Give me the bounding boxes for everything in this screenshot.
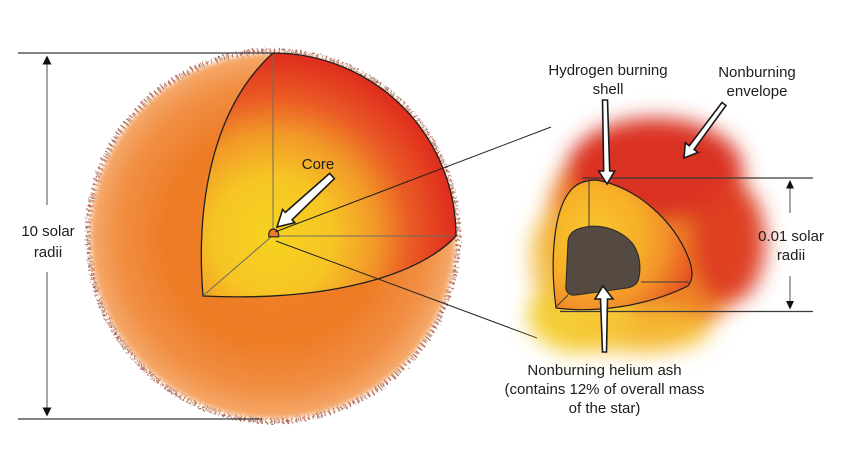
radius-large-label: 10 solar radii: [21, 223, 75, 261]
giant-star: [85, 48, 461, 424]
envelope-pointer-arrow: [683, 101, 728, 160]
core-dot: [268, 228, 280, 238]
dimension-arrow-up: [42, 55, 52, 65]
core-pointer-arrow: [275, 172, 336, 229]
radius-small-label: 0.01 solar radii: [758, 228, 824, 264]
envelope-label: Nonburning envelope: [718, 64, 796, 100]
helium-ash-pointer-arrow: [593, 284, 615, 353]
dimension-arrow-up: [786, 180, 794, 189]
hydrogen-shell-label: Hydrogen burning shell: [548, 62, 668, 98]
core-label: Core: [301, 156, 335, 173]
helium-ash-label: Nonburning helium ash (contains 12% of o…: [504, 362, 705, 417]
helium-ash-core: [565, 225, 641, 296]
star-flare-fringe: [85, 48, 461, 424]
hydrogen-shell-cutaway: [552, 179, 693, 311]
zoom-indicator-lines: [274, 126, 552, 339]
dimension-left: [18, 52, 272, 420]
hydrogen-shell-pointer-arrow: [597, 99, 617, 186]
shell-cut-edges: [555, 181, 689, 308]
star-cut-edges: [203, 54, 454, 296]
dimension-arrow-down: [786, 301, 794, 310]
dimension-arrow-down: [42, 407, 52, 417]
pointer-arrows: [275, 99, 728, 353]
